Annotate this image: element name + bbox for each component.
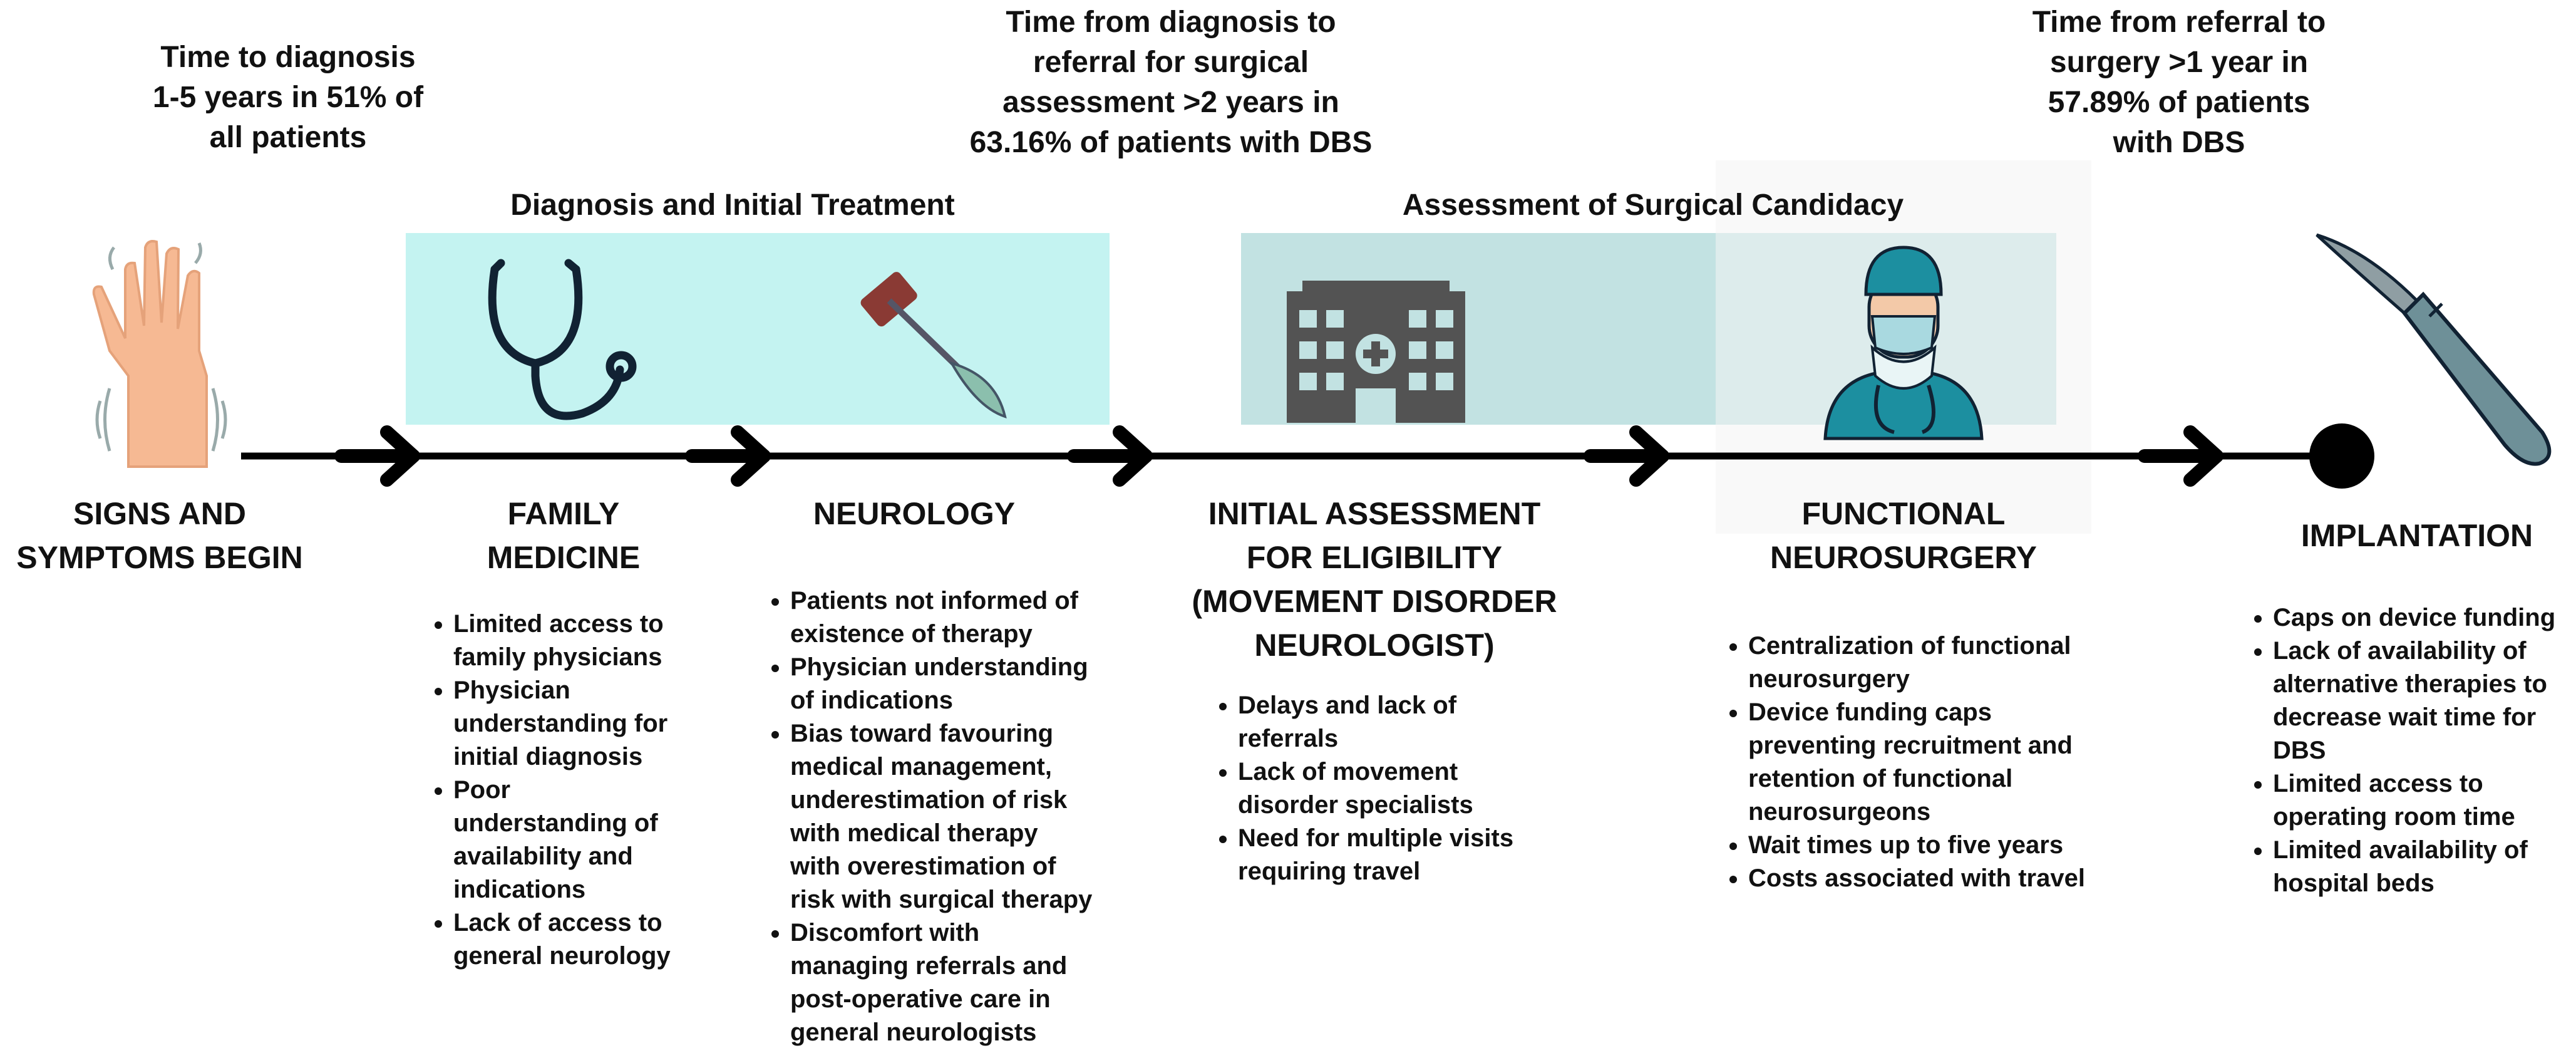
stage-title-line: Functional — [1801, 496, 2006, 531]
list-item: Wait times up to five years — [1748, 829, 2174, 862]
note-line: 57.89% of patients — [2048, 86, 2311, 119]
diagnosis-band-label: Diagnosis and Initial Treatment — [510, 189, 955, 222]
note-line: 1-5 years in 51% of — [152, 81, 424, 114]
note-line: Time to diagnosis — [160, 41, 416, 74]
arrow-right-icon — [1067, 425, 1153, 487]
stage-title-family: Family medicine — [451, 492, 676, 579]
scalpel-icon — [2316, 233, 2552, 466]
stage-title-line: medicine — [487, 540, 641, 575]
list-item: Caps on device funding — [2273, 601, 2576, 635]
reflex-hammer-icon — [860, 272, 1007, 419]
note-line: surgery >1 year in — [2049, 46, 2309, 79]
note-line: referral for surgical — [1033, 46, 1309, 79]
arrow-right-icon — [334, 425, 420, 487]
arrow-right-icon — [1584, 425, 1669, 487]
surgeon-icon — [1823, 246, 1984, 440]
note-line: all patients — [209, 121, 367, 154]
stage-title-line: (movement disorder — [1192, 584, 1557, 619]
hospital-icon — [1287, 281, 1465, 423]
note-line: Time from diagnosis to — [1006, 6, 1336, 39]
stage-title-line: symptoms begin — [16, 540, 303, 575]
stage-title-signs: Signs and symptoms begin — [0, 492, 319, 579]
stage-title-initial: Initial assessment for eligibility (move… — [1158, 492, 1590, 667]
time-to-surgery-note: Time from referral to surgery >1 year in… — [1954, 3, 2404, 163]
stage-title-line: neurosurgery — [1770, 540, 2037, 575]
hand-tremor-icon — [92, 240, 227, 468]
time-to-diagnosis-note: Time to diagnosis 1-5 years in 51% of al… — [88, 38, 488, 158]
stage-title-neurology: Neurology — [776, 492, 1052, 536]
arrow-right-icon — [2138, 425, 2223, 487]
stage-title-line: Neurology — [813, 496, 1016, 531]
stage-title-line: neurologist) — [1254, 628, 1495, 663]
assessment-band-label: Assessment of Surgical Candidacy — [1402, 189, 1904, 222]
functional-neurosurgery-barriers-list: Centralization of functionalneurosurgery… — [1716, 630, 2174, 895]
stage-title-line: for eligibility — [1246, 540, 1503, 575]
list-item: Costs associated with travel — [1748, 862, 2174, 895]
stage-title-line: Initial assessment — [1208, 496, 1541, 531]
stethoscope-icon — [488, 259, 637, 420]
note-line: with DBS — [2113, 126, 2245, 159]
stage-title-implant: Implantation — [2267, 514, 2567, 557]
stage-title-functional: Functional neurosurgery — [1722, 492, 2085, 579]
stage-title-line: Signs and — [73, 496, 246, 531]
stage-title-line: Implantation — [2300, 518, 2533, 553]
note-line: assessment >2 years in — [1002, 86, 1339, 119]
note-line: Time from referral to — [2032, 6, 2326, 39]
timeline-arrows — [334, 425, 2223, 487]
note-line: 63.16% of patients with DBS — [969, 126, 1373, 159]
implantation-barriers-list: Caps on device funding Lack of availabil… — [2240, 601, 2576, 900]
timeline-end-dot — [2309, 423, 2374, 489]
stage-title-line: Family — [507, 496, 620, 531]
time-to-referral-note: Time from diagnosis to referral for surg… — [902, 3, 1440, 163]
arrow-right-icon — [685, 425, 771, 487]
